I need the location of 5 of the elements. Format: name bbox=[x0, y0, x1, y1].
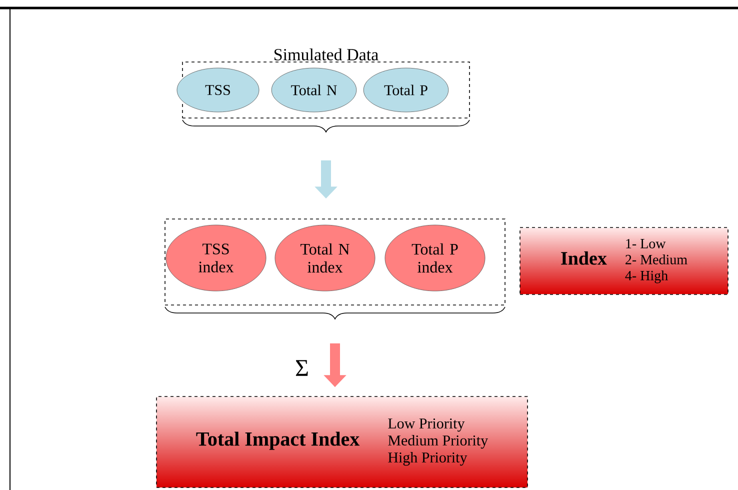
edge-label: Σ bbox=[296, 360, 308, 376]
group-box bbox=[164, 218, 506, 306]
node-label: Simulated Data bbox=[274, 48, 378, 60]
index-box: Index 1- Low 2- Medium 4- High bbox=[520, 227, 728, 295]
index-box: Total Impact Index Low Priority Medium Priority High Priority bbox=[156, 396, 528, 488]
